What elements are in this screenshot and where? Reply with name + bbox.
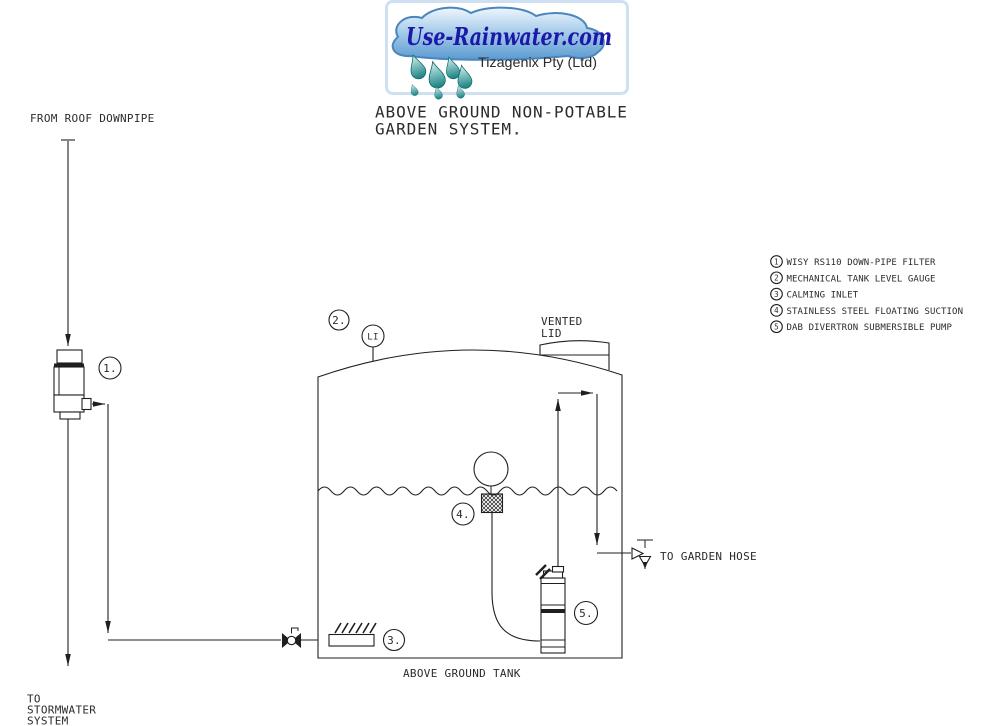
filter-to-tank-pipe bbox=[92, 401, 329, 648]
callout-5-circle bbox=[573, 600, 599, 626]
tap-handle bbox=[637, 539, 653, 548]
valve-handle bbox=[291, 627, 299, 634]
floating-suction: 4. bbox=[451, 451, 541, 642]
title-line-2: GARDEN SYSTEM. bbox=[375, 120, 522, 139]
callout-4: 4. bbox=[451, 502, 475, 526]
title-line-1: ABOVE GROUND NON-POTABLE bbox=[375, 103, 628, 122]
callout-2-circle bbox=[328, 309, 350, 331]
legend-item-3: 3 CALMING INLET bbox=[770, 287, 859, 301]
callout-2-number: 2. bbox=[332, 314, 346, 327]
pump-band bbox=[541, 609, 565, 613]
legend-1-number: 1 bbox=[774, 257, 779, 266]
legend-item-5: 5 DAB DIVERTRON SUBMERSIBLE PUMP bbox=[770, 320, 953, 334]
valve-ball bbox=[286, 635, 297, 646]
calming-inlet: 3. bbox=[328, 622, 406, 652]
legend-2-number: 2 bbox=[774, 274, 779, 283]
legend-5-number: 5 bbox=[774, 323, 779, 332]
callout-5-number: 5. bbox=[579, 607, 593, 620]
callout-1-number: 1. bbox=[103, 362, 117, 375]
vented-lid: VENTED LID bbox=[539, 315, 610, 370]
tap-spout-wedge bbox=[638, 555, 652, 568]
callout-2: 2. bbox=[328, 309, 350, 331]
inlet-valve-icon bbox=[282, 627, 301, 648]
logo: Use-Rainwater.com Tizagenix Pty (Ltd) bbox=[385, 0, 629, 101]
legend-4-label: STAINLESS STEEL FLOATING SUCTION bbox=[787, 307, 964, 317]
pump-outlet-box bbox=[551, 565, 565, 573]
callout-4-circle bbox=[451, 502, 475, 526]
to-garden-hose-label: TO GARDEN HOSE bbox=[660, 550, 757, 563]
tap-body-right-wedge bbox=[631, 547, 645, 560]
downpipe-filter: 1. bbox=[53, 349, 122, 420]
callout-5: 5. bbox=[573, 600, 599, 626]
suction-strainer bbox=[480, 493, 504, 514]
company-name: Tizagenix Pty (Ltd) bbox=[478, 54, 597, 70]
roof-downpipe: FROM ROOF DOWNPIPE TO STORMWATER SYSTEM bbox=[27, 112, 155, 726]
valve-right-wedge bbox=[292, 633, 301, 648]
filter-bottom-cap bbox=[59, 411, 81, 420]
from-roof-downpipe-label: FROM ROOF DOWNPIPE bbox=[30, 112, 155, 125]
suction-hose bbox=[491, 512, 541, 642]
calming-inlet-body bbox=[328, 633, 375, 647]
pump-section-lines bbox=[541, 583, 565, 648]
gauge-li-label: LI bbox=[367, 333, 378, 343]
water-level-line bbox=[317, 486, 618, 496]
calming-inlet-spray-icon bbox=[334, 622, 377, 634]
cloud-icon bbox=[391, 6, 605, 61]
submersible-pump: 5. bbox=[535, 390, 631, 654]
callout-3-number: 3. bbox=[387, 634, 401, 647]
callout-3: 3. bbox=[382, 628, 406, 652]
gauge-bulb bbox=[361, 324, 385, 348]
legend-2-circle bbox=[770, 271, 783, 285]
filter-lower-body bbox=[53, 394, 85, 413]
tank-level-gauge: LI 2. bbox=[328, 309, 385, 362]
garden-hose-tap: TO GARDEN HOSE bbox=[631, 539, 757, 569]
legend-1-label: WISY RS110 DOWN-PIPE FILTER bbox=[787, 258, 936, 268]
brand-name: Use-Rainwater.com bbox=[406, 22, 612, 51]
legend-5-label: DAB DIVERTRON SUBMERSIBLE PUMP bbox=[787, 323, 953, 333]
legend-4-circle bbox=[770, 304, 783, 317]
filter-outlet-stub bbox=[81, 397, 92, 411]
legend-1-circle bbox=[770, 255, 783, 268]
callout-4-number: 4. bbox=[456, 508, 470, 521]
float-ball bbox=[473, 451, 509, 487]
vented-lid-label-2: LID bbox=[541, 327, 562, 340]
vented-lid-label-1: VENTED bbox=[541, 315, 583, 328]
callout-1: 1. bbox=[98, 356, 122, 380]
filter-collar bbox=[56, 349, 83, 364]
filter-band bbox=[54, 363, 84, 367]
callout-1-circle bbox=[98, 356, 122, 380]
to-stormwater-line-3: SYSTEM bbox=[27, 715, 69, 726]
pump-elbow-icon bbox=[535, 564, 551, 580]
to-stormwater-line-1: TO bbox=[27, 693, 41, 706]
legend-3-label: CALMING INLET bbox=[787, 291, 859, 301]
legend-item-2: 2 MECHANICAL TANK LEVEL GAUGE bbox=[770, 271, 936, 285]
legend-item-4: 4 STAINLESS STEEL FLOATING SUCTION bbox=[770, 304, 964, 317]
legend: 1 WISY RS110 DOWN-PIPE FILTER 2 MECHANIC… bbox=[770, 255, 964, 334]
callout-3-circle bbox=[382, 628, 406, 652]
legend-3-circle bbox=[770, 287, 783, 301]
to-stormwater-line-2: STORMWATER bbox=[27, 704, 96, 717]
legend-2-label: MECHANICAL TANK LEVEL GAUGE bbox=[787, 274, 936, 284]
drawing-title: ABOVE GROUND NON-POTABLE GARDEN SYSTEM. bbox=[375, 103, 628, 139]
valve-left-wedge bbox=[282, 633, 291, 648]
legend-5-circle bbox=[770, 320, 783, 334]
vented-lid-outline bbox=[539, 340, 610, 370]
legend-4-number: 4 bbox=[774, 306, 779, 315]
legend-item-1: 1 WISY RS110 DOWN-PIPE FILTER bbox=[770, 255, 936, 268]
legend-3-number: 3 bbox=[774, 290, 779, 299]
pump-body bbox=[540, 577, 566, 654]
tank-caption: ABOVE GROUND TANK bbox=[403, 667, 521, 680]
